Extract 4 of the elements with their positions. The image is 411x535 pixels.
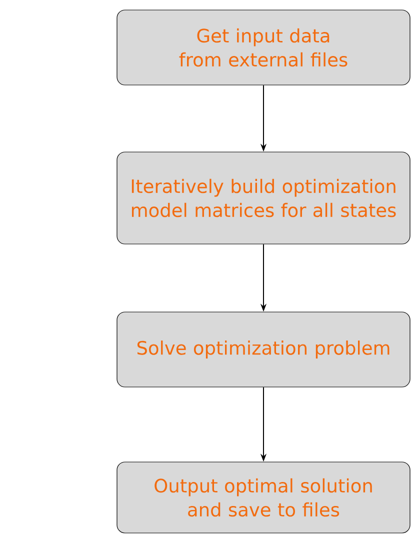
process-box: Output optimal solution and save to files — [116, 462, 410, 534]
process-box: Solve optimization problem — [116, 312, 410, 388]
process-box: Iteratively build optimization model matrices for all states — [116, 152, 410, 244]
process-box: Get input data from external files — [116, 10, 410, 86]
